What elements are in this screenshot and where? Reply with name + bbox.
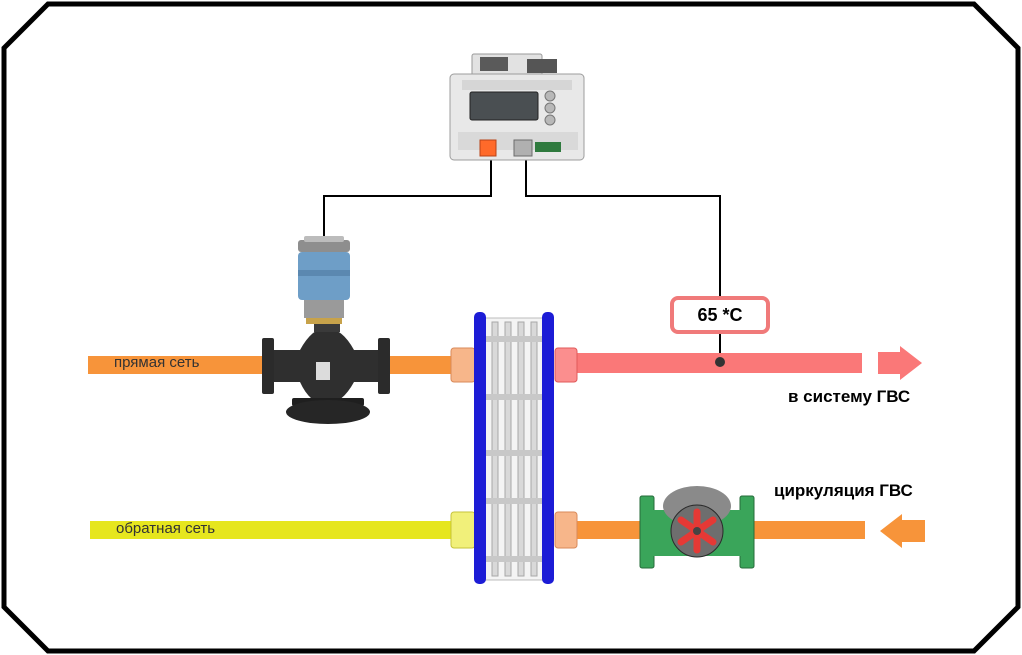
pump-icon bbox=[639, 486, 755, 569]
flange-return-out bbox=[450, 511, 476, 549]
inlet-arrow-icon bbox=[880, 514, 925, 548]
actuator-icon bbox=[298, 236, 350, 324]
wire-to-sensor bbox=[525, 150, 721, 298]
flange-supply-in bbox=[450, 347, 476, 383]
flange-hot-out bbox=[554, 347, 578, 383]
flange-circ-in bbox=[554, 511, 578, 549]
return-pipe bbox=[90, 521, 460, 539]
controller-icon bbox=[449, 53, 585, 161]
circulation-label: циркуляция ГВС bbox=[774, 481, 913, 500]
return-pipe-label: обратная сеть bbox=[116, 520, 216, 537]
outlet-arrow-icon bbox=[878, 346, 922, 380]
hot-water-pipe bbox=[560, 353, 862, 373]
wire-to-actuator bbox=[323, 150, 492, 244]
to-system-label: в систему ГВС bbox=[788, 387, 911, 406]
sensor-icon bbox=[715, 357, 725, 367]
temperature-readout: 65 *C bbox=[670, 296, 770, 334]
heat-exchanger-icon bbox=[474, 312, 554, 584]
valve-icon bbox=[262, 318, 390, 424]
supply-pipe-label: прямая сеть bbox=[114, 354, 200, 371]
